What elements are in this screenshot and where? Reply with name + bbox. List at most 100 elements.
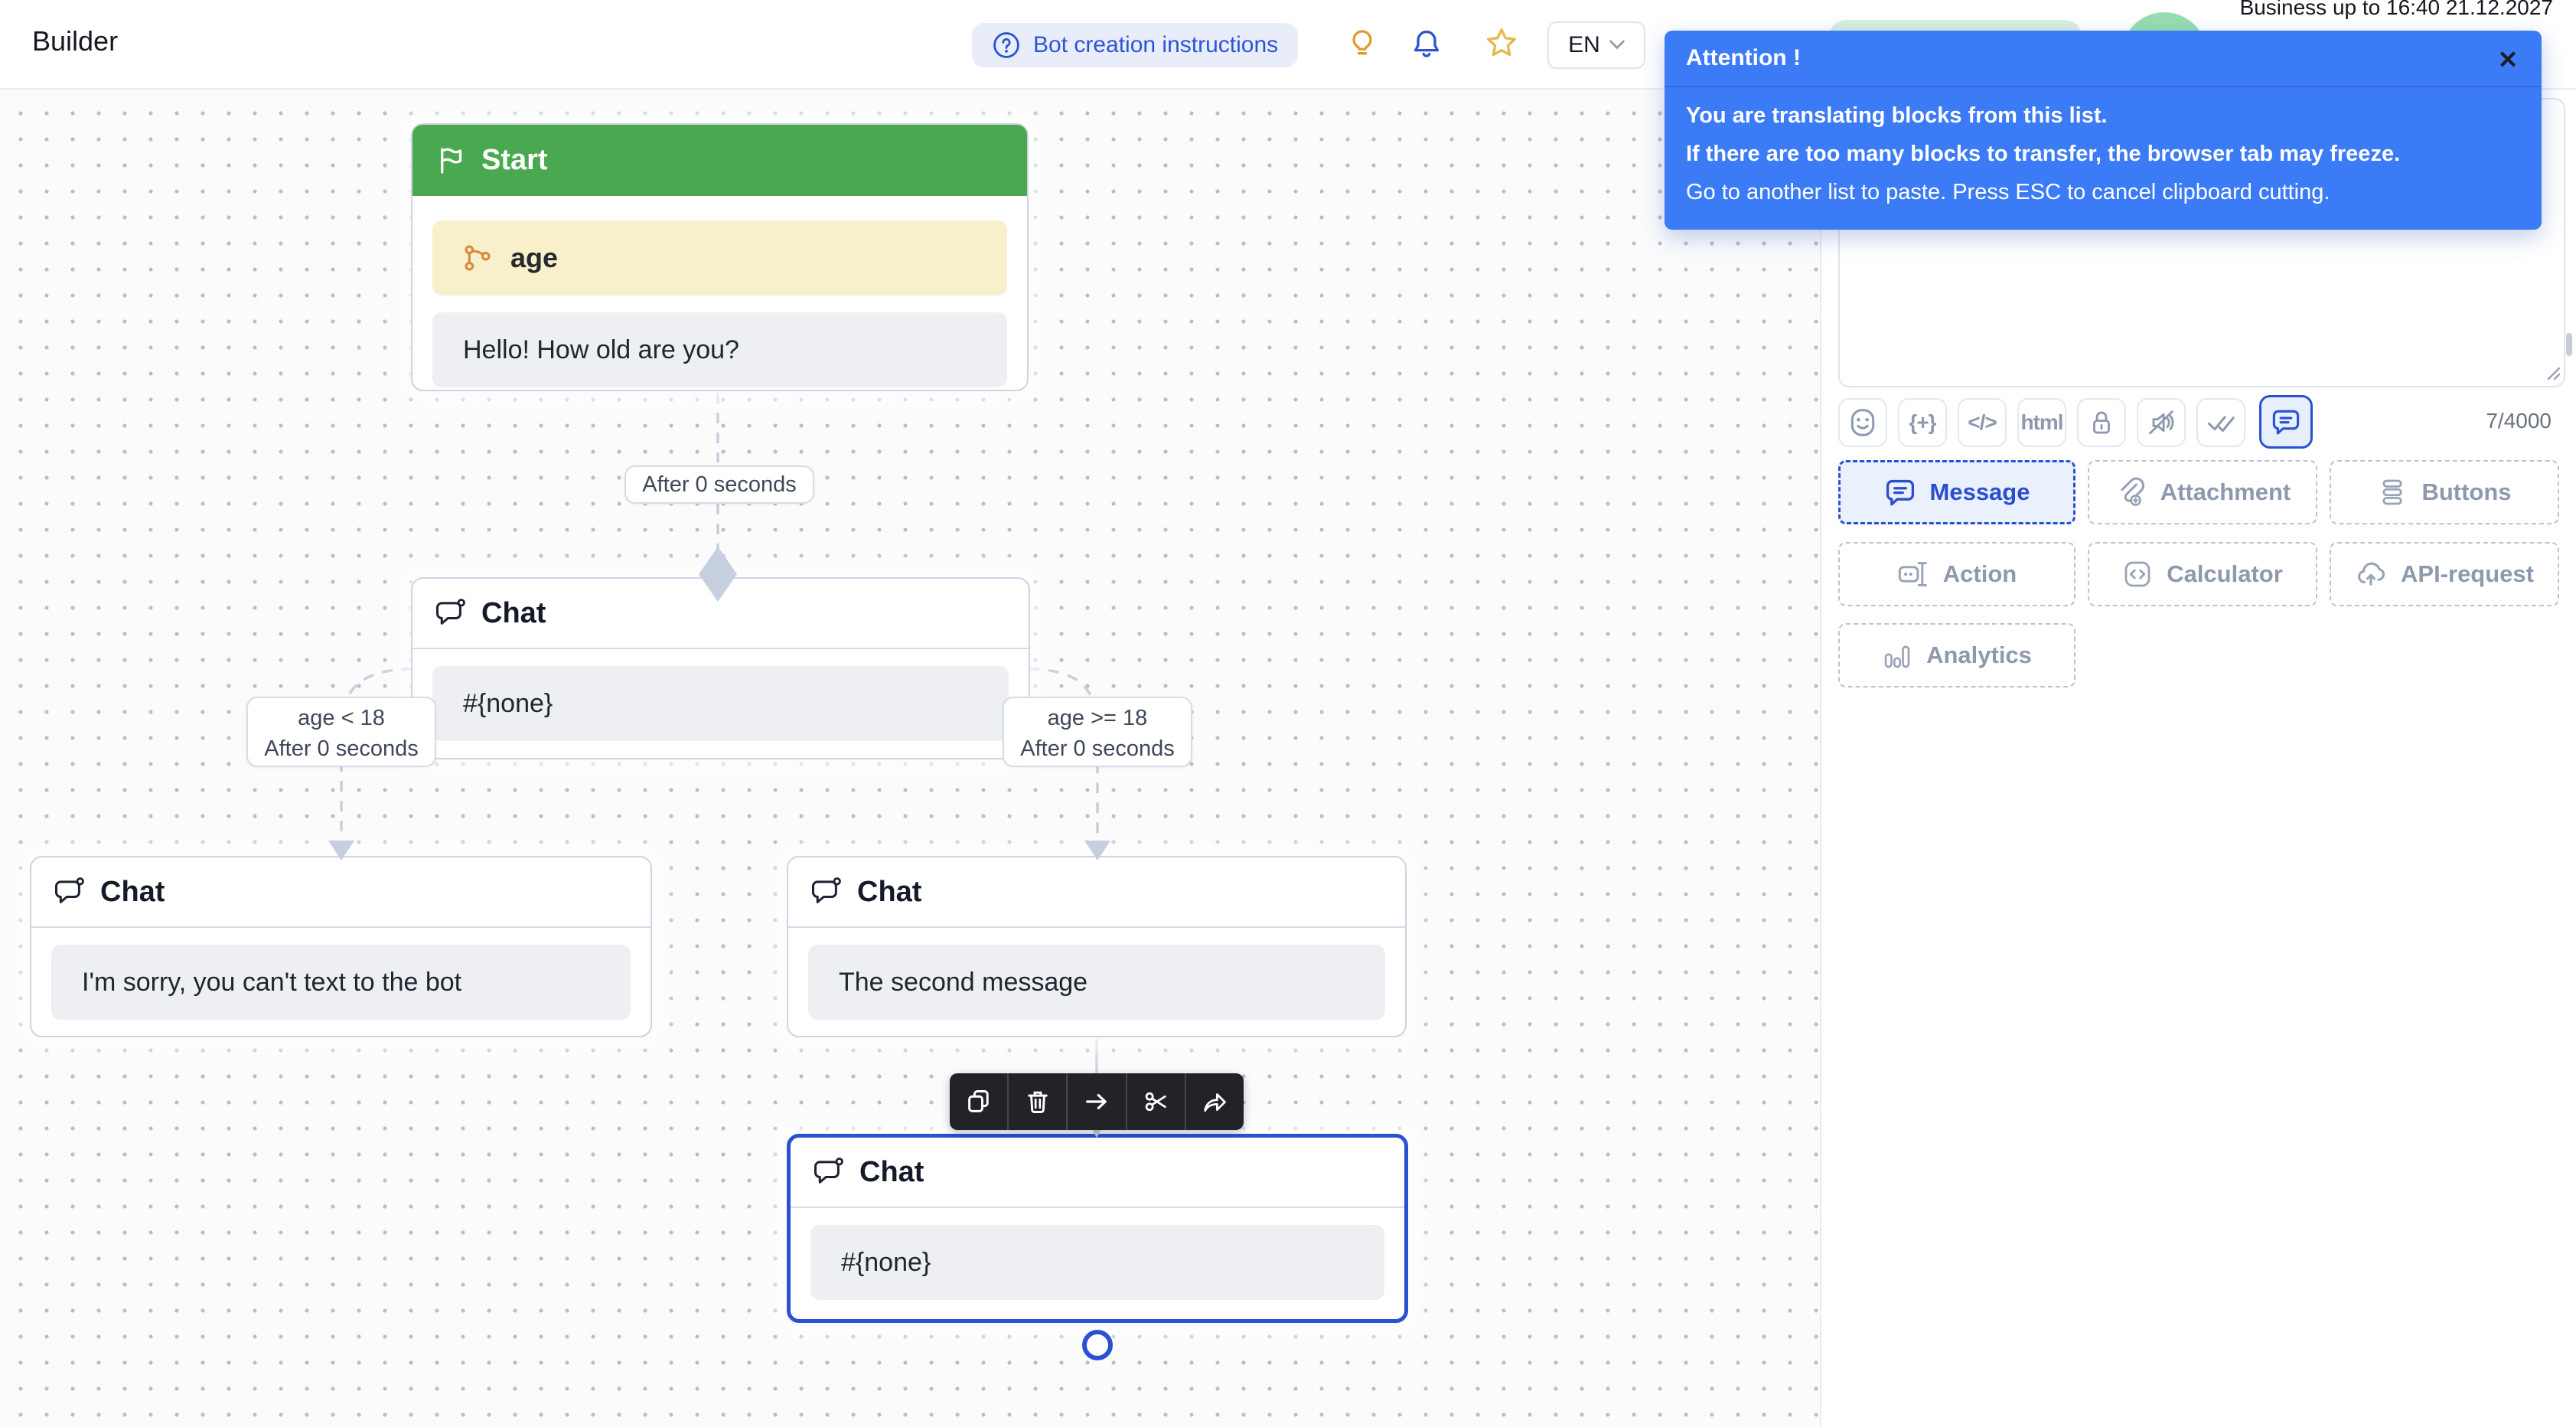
block-type-label: Message bbox=[1929, 478, 2030, 505]
block-type-label: Calculator bbox=[2167, 560, 2283, 587]
forward-icon bbox=[1204, 1093, 1227, 1112]
close-icon[interactable]: ✕ bbox=[2491, 43, 2525, 77]
trash-icon bbox=[1028, 1091, 1048, 1113]
block-type-buttons[interactable]: Buttons bbox=[2330, 460, 2559, 524]
copy-button[interactable] bbox=[950, 1073, 1007, 1130]
chat-selected-header: Chat bbox=[791, 1138, 1404, 1208]
bell-icon bbox=[1414, 30, 1440, 57]
code-button[interactable]: </> bbox=[1958, 398, 2007, 447]
branch-label-right: age >= 18 After 0 seconds bbox=[1003, 697, 1192, 767]
emoji-icon bbox=[1850, 409, 1875, 436]
chat-selected-title: Chat bbox=[859, 1155, 924, 1188]
buttons-icon bbox=[2382, 479, 2403, 505]
scrollbar-thumb[interactable] bbox=[2566, 333, 2572, 356]
chat-router-title: Chat bbox=[481, 596, 546, 629]
sound-off-button[interactable] bbox=[2137, 398, 2186, 447]
chat-router-block[interactable]: Chat #{none} bbox=[411, 577, 1030, 759]
message-bubble-icon bbox=[2272, 410, 2300, 435]
chat-left-message-row[interactable]: I'm sorry, you can't text to the bot bbox=[51, 945, 631, 1020]
emoji-button[interactable] bbox=[1838, 398, 1887, 447]
bot-instructions-label: Bot creation instructions bbox=[1033, 32, 1279, 57]
chat-icon bbox=[436, 599, 465, 625]
block-type-label: Analytics bbox=[1926, 642, 2032, 668]
chat-middle-title: Chat bbox=[857, 875, 922, 908]
block-type-label: Attachment bbox=[2160, 478, 2291, 505]
share-button[interactable] bbox=[1184, 1073, 1244, 1130]
delete-button[interactable] bbox=[1007, 1073, 1066, 1130]
variable-button[interactable]: {+} bbox=[1898, 398, 1947, 447]
flag-icon bbox=[441, 147, 462, 174]
message-preview-button[interactable] bbox=[2259, 395, 2313, 449]
branch-right-condition: age >= 18 bbox=[1047, 706, 1148, 730]
scissors-icon bbox=[1145, 1092, 1166, 1112]
double-check-icon bbox=[2207, 416, 2235, 433]
delay-label: After 0 seconds bbox=[624, 465, 814, 504]
start-variable-label: age bbox=[510, 242, 559, 273]
start-block-title: Start bbox=[481, 144, 548, 176]
favorite-button[interactable] bbox=[1483, 24, 1520, 61]
ideas-button[interactable] bbox=[1344, 24, 1381, 61]
plan-expiry-text: Business up to 16:40 21.12.2027 bbox=[2239, 0, 2553, 19]
output-port[interactable] bbox=[1082, 1330, 1113, 1360]
lightbulb-icon bbox=[1352, 30, 1372, 55]
lock-button[interactable] bbox=[2077, 398, 2126, 447]
chat-middle-message-text: The second message bbox=[839, 967, 1088, 997]
cut-button[interactable] bbox=[1125, 1073, 1185, 1130]
start-block-header: Start bbox=[412, 125, 1027, 196]
sound-off-icon bbox=[2149, 410, 2174, 435]
start-message-row[interactable]: Hello! How old are you? bbox=[432, 312, 1007, 387]
attention-line-3: Go to another list to paste. Press ESC t… bbox=[1686, 180, 2330, 204]
chevron-down-icon bbox=[1609, 40, 1625, 50]
branch-label-left: age < 18 After 0 seconds bbox=[246, 697, 436, 767]
attention-line-2: If there are too many blocks to transfer… bbox=[1686, 142, 2401, 166]
analytics-icon bbox=[1884, 645, 1910, 668]
delay-label-text: After 0 seconds bbox=[642, 472, 797, 497]
chat-router-message-text: #{none} bbox=[463, 688, 553, 718]
read-status-button[interactable] bbox=[2196, 398, 2245, 447]
chat-left-message-text: I'm sorry, you can't text to the bot bbox=[82, 967, 462, 997]
chat-selected-block[interactable]: Chat #{none} bbox=[787, 1134, 1408, 1323]
char-counter: 7/4000 bbox=[2486, 409, 2552, 433]
chat-router-message-row[interactable]: #{none} bbox=[432, 666, 1009, 741]
block-type-calculator[interactable]: Calculator bbox=[2088, 542, 2317, 606]
bot-instructions-button[interactable]: Bot creation instructions bbox=[972, 23, 1299, 67]
chat-middle-message-row[interactable]: The second message bbox=[808, 945, 1385, 1020]
chat-icon bbox=[55, 877, 84, 903]
code-glyph: </> bbox=[1968, 410, 1997, 434]
block-type-action[interactable]: Action bbox=[1838, 542, 2075, 606]
chat-middle-header: Chat bbox=[788, 857, 1405, 928]
block-type-analytics[interactable]: Analytics bbox=[1838, 623, 2075, 687]
arrow-right-icon bbox=[1086, 1093, 1107, 1110]
block-type-api-request[interactable]: API-request bbox=[2330, 542, 2559, 606]
action-icon bbox=[1898, 562, 1927, 586]
block-type-label: API-request bbox=[2401, 560, 2534, 587]
calculator-icon bbox=[2124, 561, 2150, 587]
chat-selected-message-row[interactable]: #{none} bbox=[810, 1225, 1384, 1300]
start-message-text: Hello! How old are you? bbox=[463, 335, 739, 364]
chat-selected-message-text: #{none} bbox=[841, 1247, 931, 1277]
language-select[interactable]: EN bbox=[1547, 21, 1645, 69]
notifications-button[interactable] bbox=[1408, 24, 1445, 61]
chat-icon bbox=[812, 877, 841, 903]
move-button[interactable] bbox=[1066, 1073, 1125, 1130]
copy-icon bbox=[967, 1090, 989, 1112]
block-type-message[interactable]: Message bbox=[1838, 460, 2075, 524]
chat-left-block[interactable]: Chat I'm sorry, you can't text to the bo… bbox=[30, 856, 652, 1037]
start-block[interactable]: Start age Hello! How old are you? bbox=[411, 123, 1029, 391]
branch-left-condition: age < 18 bbox=[298, 706, 385, 730]
html-button[interactable]: html bbox=[2017, 398, 2066, 447]
chat-middle-block[interactable]: Chat The second message bbox=[787, 856, 1407, 1037]
language-value: EN bbox=[1568, 32, 1600, 57]
message-icon bbox=[1886, 479, 1914, 506]
start-variable-row[interactable]: age bbox=[432, 220, 1007, 296]
api-request-icon bbox=[2358, 562, 2385, 586]
block-action-toolbar bbox=[950, 1073, 1244, 1130]
chat-icon bbox=[814, 1158, 843, 1184]
variable-glyph: {+} bbox=[1909, 410, 1936, 434]
html-label: html bbox=[2020, 410, 2063, 434]
block-type-attachment[interactable]: Attachment bbox=[2088, 460, 2317, 524]
block-type-label: Action bbox=[1942, 560, 2017, 587]
attachment-icon bbox=[2121, 477, 2144, 506]
message-editor-panel: {+} </> html bbox=[1820, 90, 2576, 1427]
